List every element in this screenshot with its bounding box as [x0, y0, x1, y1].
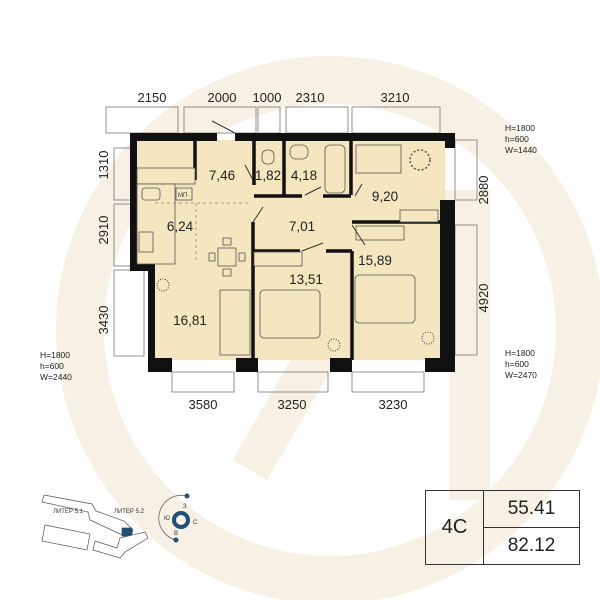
- compass-e: С: [193, 520, 198, 526]
- furniture: МП: [136, 144, 439, 356]
- room-area-living: 16,81: [173, 313, 207, 328]
- watermark-logo: [56, 56, 600, 600]
- compass-w: Ю: [164, 516, 170, 522]
- total-area: 82.12: [507, 535, 556, 556]
- living-area: 55.41: [484, 491, 579, 528]
- compass-icon: З Ю С В: [158, 493, 198, 543]
- dimension-top-1: 2150: [138, 90, 167, 105]
- window-width: W=2470: [505, 370, 537, 380]
- selected-building: [121, 527, 133, 537]
- dimension-top-3: 1000: [253, 90, 282, 105]
- apartment-type: 4С: [426, 491, 484, 564]
- window-sill: h=600: [505, 134, 529, 144]
- room-area-hall: 7,46: [209, 168, 235, 183]
- apartment-info-box: 4С 55.41 82.12: [425, 490, 580, 565]
- room-areas: 7,46 1,82 4,18 9,20 6,24 7,01 13,51 15,8…: [167, 168, 398, 328]
- compass-s: В: [174, 531, 178, 537]
- dimension-top-4: 2310: [296, 90, 325, 105]
- window-note-top-right: H=1800 h=600 W=1440: [505, 123, 537, 155]
- kitchen-label: МП: [178, 193, 187, 199]
- dimension-right-1: 2880: [476, 176, 491, 205]
- site-building-1-label: ЛИТЕР 5.1: [53, 509, 84, 515]
- dimension-bottom-1: 3580: [189, 397, 218, 412]
- dimension-right-2: 4920: [476, 284, 491, 313]
- window-sill: h=600: [40, 361, 64, 371]
- dimensions: 2150 2000 1000 2310 3210 3580 3250 3230 …: [96, 90, 491, 412]
- outer-walls: [130, 133, 455, 372]
- site-plan: [41, 494, 149, 559]
- room-area-bedroom-large: 15,89: [358, 253, 392, 268]
- dimension-left-3: 3430: [96, 306, 111, 335]
- window-note-left: H=1800 h=600 W=2440: [40, 350, 72, 382]
- window-note-bottom-right: H=1800 h=600 W=2470: [505, 348, 537, 380]
- room-area-toilet: 1,82: [255, 168, 281, 183]
- room-area-corridor: 7,01: [289, 219, 315, 234]
- interior-walls: [193, 141, 440, 360]
- dimension-bottom-2: 3250: [278, 397, 307, 412]
- dimension-left-2: 2910: [96, 216, 111, 245]
- dimension-top-5: 3210: [381, 90, 410, 105]
- window-width: W=2440: [40, 372, 72, 382]
- room-area-bedroom-small: 9,20: [372, 189, 398, 204]
- window-height: H=1800: [505, 123, 535, 133]
- site-building-2-label: ЛИТЕР 5.2: [114, 509, 145, 515]
- window-frames: [105, 106, 478, 393]
- window-sill: h=600: [505, 359, 529, 369]
- doors: [211, 120, 366, 252]
- compass-n: З: [183, 504, 187, 510]
- dimension-top-2: 2000: [208, 90, 237, 105]
- room-area-bedroom-middle: 13,51: [289, 272, 323, 287]
- room-area-kitchen: 6,24: [167, 219, 194, 234]
- window-height: H=1800: [40, 350, 70, 360]
- window-height: H=1800: [505, 348, 535, 358]
- window-width: W=1440: [505, 145, 537, 155]
- dimension-bottom-3: 3230: [379, 397, 408, 412]
- dimension-left-1: 1310: [96, 151, 111, 180]
- room-area-bathroom: 4,18: [291, 168, 317, 183]
